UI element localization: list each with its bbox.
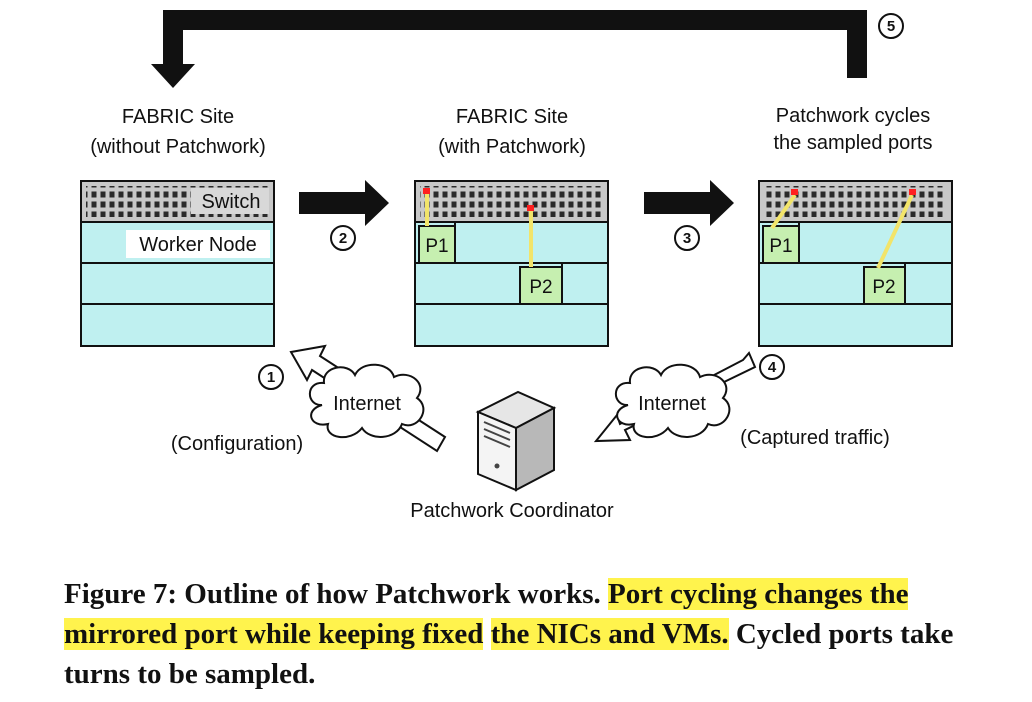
arrow-step-3: 3 bbox=[644, 180, 734, 251]
svg-text:P2: P2 bbox=[529, 277, 552, 298]
worker-node-label: Worker Node bbox=[139, 234, 256, 256]
captured-traffic-label: (Captured traffic) bbox=[740, 427, 890, 449]
configuration-label: (Configuration) bbox=[171, 433, 303, 455]
step-4-badge: 4 bbox=[759, 354, 785, 380]
caption-prefix: Figure 7: Outline of how Patchwork works… bbox=[64, 578, 601, 610]
svg-text:Internet: Internet bbox=[638, 393, 706, 415]
caption-highlight-2: the NICs and VMs. bbox=[490, 618, 729, 650]
patchwork-diagram: 5 FABRIC Site (without Patchwork) FABRIC… bbox=[80, 10, 953, 522]
site2-mirrored-port-2 bbox=[527, 205, 534, 211]
site3-mirrored-port-2 bbox=[909, 189, 916, 195]
site1-node-2 bbox=[80, 262, 275, 305]
svg-text:3: 3 bbox=[683, 230, 691, 247]
svg-text:2: 2 bbox=[339, 230, 347, 247]
internet-cloud-left: Internet bbox=[308, 363, 425, 439]
server-icon bbox=[475, 390, 557, 492]
switch-label: Switch bbox=[202, 191, 261, 213]
site2-rack: P1 P2 bbox=[414, 180, 609, 347]
svg-text:Internet: Internet bbox=[333, 393, 401, 415]
coordinator-label: Patchwork Coordinator bbox=[410, 500, 614, 522]
site1-title-line2: (without Patchwork) bbox=[90, 136, 266, 158]
svg-text:P2: P2 bbox=[872, 277, 895, 298]
site3-rack: P1 P2 bbox=[758, 180, 953, 347]
site1-rack: Switch Worker Node bbox=[80, 180, 275, 347]
site2-port-p2 bbox=[519, 266, 563, 305]
svg-text:P1: P1 bbox=[425, 236, 448, 257]
figure-caption: Figure 7: Outline of how Patchwork works… bbox=[64, 574, 964, 694]
step-5-badge: 5 bbox=[878, 13, 904, 39]
svg-text:P1: P1 bbox=[769, 236, 792, 257]
site3-mirrored-port-1 bbox=[791, 189, 798, 195]
svg-text:1: 1 bbox=[267, 369, 275, 386]
cycle-feedback-arrow bbox=[151, 10, 867, 88]
site1-node-3 bbox=[80, 303, 275, 347]
site3-port-p2 bbox=[863, 266, 906, 305]
site2-mirrored-port-1 bbox=[423, 188, 430, 194]
internet-cloud-right: Internet bbox=[614, 363, 731, 439]
svg-text:5: 5 bbox=[887, 18, 895, 35]
site3-port-p1 bbox=[762, 225, 800, 264]
step-1-badge: 1 bbox=[258, 364, 284, 390]
site1-title-line1: FABRIC Site bbox=[122, 106, 234, 128]
site2-title-line1: FABRIC Site bbox=[456, 106, 568, 128]
site2-port-p1 bbox=[418, 225, 456, 264]
site3-mirror-link-1 bbox=[770, 193, 797, 230]
arrow-step-2: 2 bbox=[299, 180, 389, 251]
site3-mirror-link-2 bbox=[876, 194, 914, 269]
site3-title-line2: the sampled ports bbox=[774, 132, 933, 154]
site2-title-line2: (with Patchwork) bbox=[438, 136, 586, 158]
svg-text:4: 4 bbox=[768, 359, 777, 376]
caption-suffix: Cycled ports take turns to be sampled. bbox=[64, 618, 954, 690]
site3-title-line1: Patchwork cycles bbox=[776, 105, 931, 127]
